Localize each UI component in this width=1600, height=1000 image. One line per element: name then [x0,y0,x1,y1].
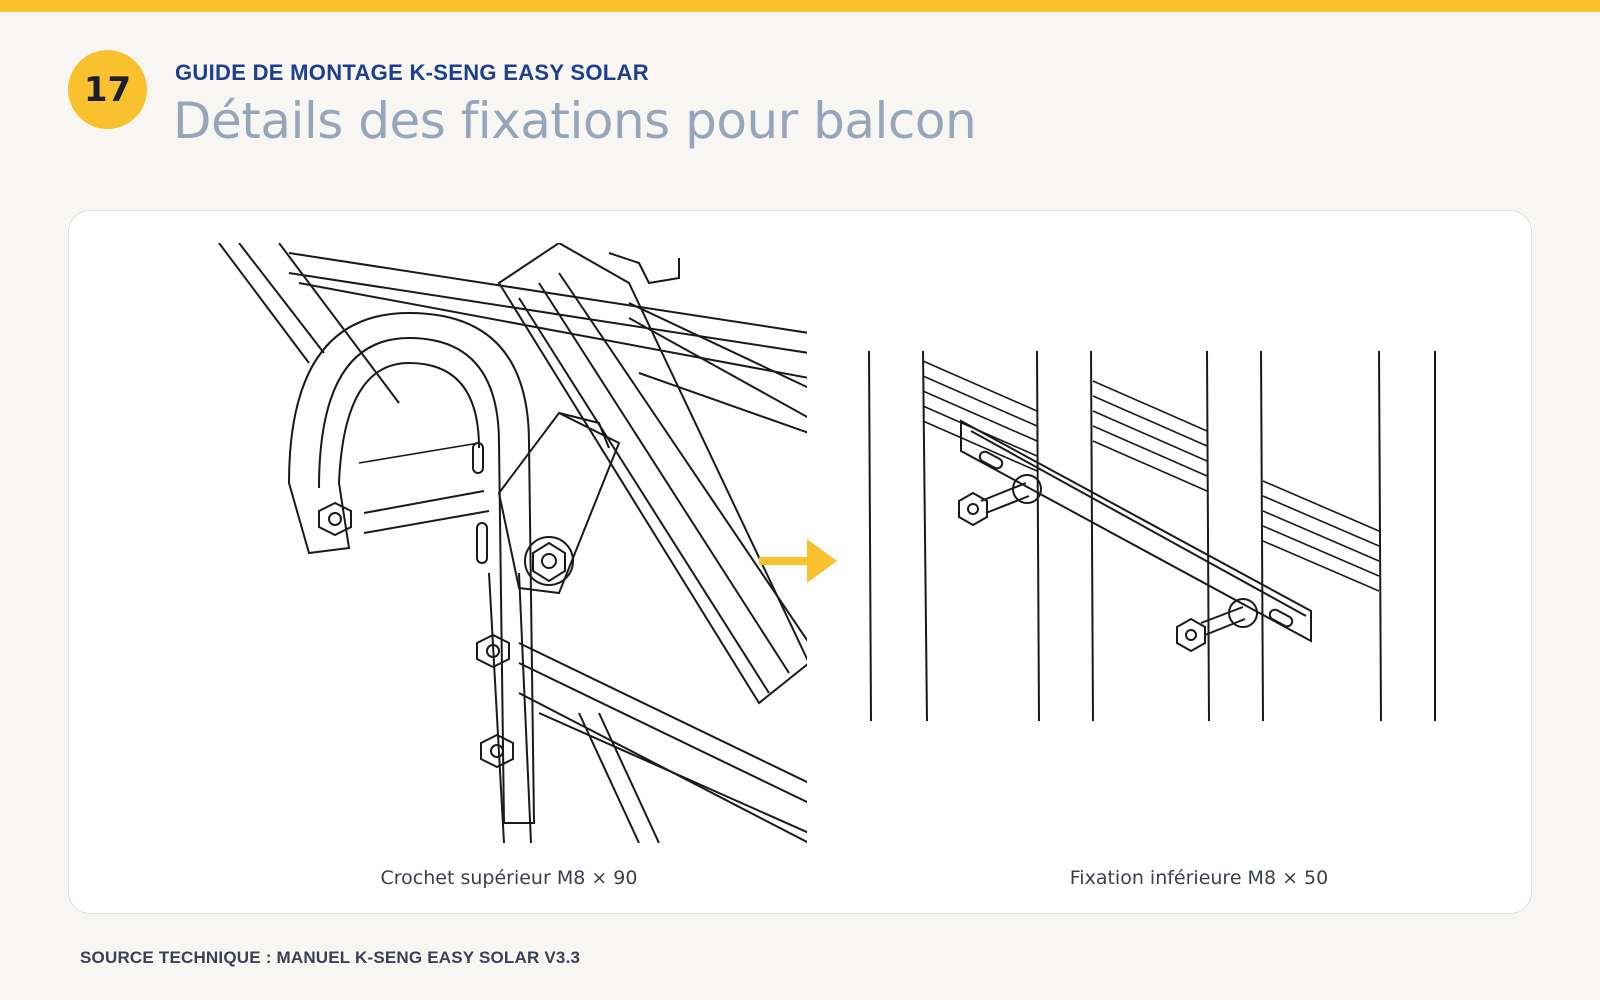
figures-card: Crochet supérieur M8 × 90 Fixation infér… [68,210,1532,914]
right-arrow-icon [759,537,839,589]
lower-fixing-illustration [851,351,1463,733]
technical-source-note: SOURCE TECHNIQUE : MANUEL K-SENG EASY SO… [80,948,581,967]
page-title: Détails des fixations pour balcon [173,92,977,150]
upper-hook-caption: Crochet supérieur M8 × 90 [380,867,638,889]
step-number-badge: 17 [68,50,147,129]
top-accent-bar [0,0,1600,12]
guide-kicker: GUIDE DE MONTAGE K-SENG EASY SOLAR [175,60,649,85]
upper-hook-illustration [159,243,807,843]
lower-fixing-caption: Fixation inférieure M8 × 50 [1069,867,1329,889]
